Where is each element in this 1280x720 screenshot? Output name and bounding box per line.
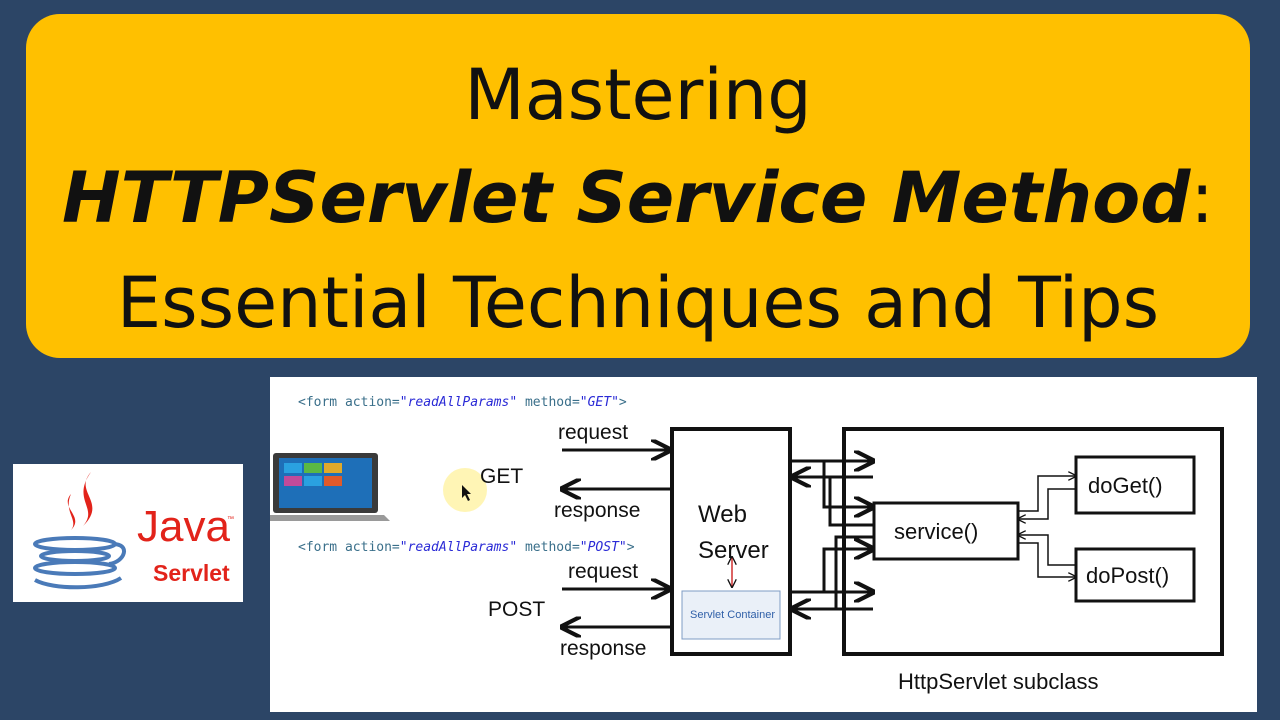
web-server-label-2: Server xyxy=(698,537,769,564)
logo-java-text: Java xyxy=(137,502,230,551)
title-line-1: Mastering xyxy=(464,54,812,136)
service-label: service() xyxy=(894,519,979,544)
servlet-container-box xyxy=(681,590,781,640)
java-cup-icon xyxy=(33,472,126,590)
doget-box xyxy=(1074,455,1196,515)
title-line-3: Essential Techniques and Tips xyxy=(116,262,1160,344)
post-method-label: POST xyxy=(488,598,546,621)
post-request-label: request xyxy=(568,560,639,583)
post-form-code: <form action="readAllParams" method="POS… xyxy=(298,540,635,555)
get-method-label: GET xyxy=(480,465,524,488)
get-form-code: <form action="readAllParams" method="GET… xyxy=(298,395,627,410)
servlet-flow-diagram: <form action="readAllParams" method="GET… xyxy=(270,377,1257,712)
cursor-icon xyxy=(462,485,471,501)
service-box xyxy=(872,501,1020,561)
dopost-label: doPost() xyxy=(1086,563,1170,588)
title-banner: Mastering HTTPServlet Service Method: Es… xyxy=(26,14,1250,358)
title-colon: : xyxy=(1190,157,1214,239)
title-line-2: HTTPServlet Service Method: xyxy=(26,157,1250,239)
web-server-box xyxy=(670,427,792,656)
post-response-label: response xyxy=(560,637,647,660)
dopost-box xyxy=(1074,547,1196,603)
logo-servlet-text: Servlet xyxy=(153,560,230,586)
web-server-label-1: Web xyxy=(698,501,747,528)
subclass-label: HttpServlet subclass xyxy=(898,669,1099,694)
get-request-label: request xyxy=(558,421,629,444)
diagram-shapes xyxy=(270,427,1224,656)
httpservlet-subclass-box xyxy=(842,427,1224,656)
laptop-icon xyxy=(270,453,390,521)
title-method-name: HTTPServlet Service Method xyxy=(62,157,1191,239)
doget-label: doGet() xyxy=(1088,473,1163,498)
java-servlet-logo: Java ™ Servlet xyxy=(13,464,243,602)
servlet-container-label: Servlet Container xyxy=(690,609,775,621)
logo-trademark: ™ xyxy=(227,516,234,523)
get-response-label: response xyxy=(554,499,641,522)
